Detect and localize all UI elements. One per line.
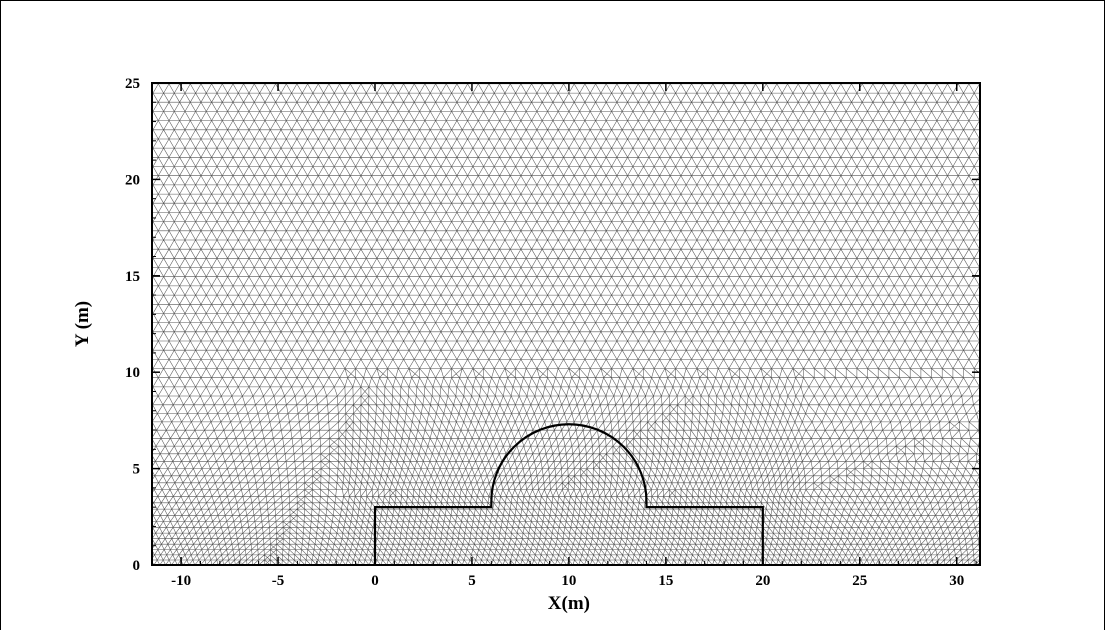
x-tick-label: 0 bbox=[371, 573, 379, 589]
axes-box bbox=[151, 82, 981, 566]
y-tick-label: 25 bbox=[125, 76, 140, 92]
y-tick-label: 15 bbox=[125, 269, 140, 285]
x-tick-label: 20 bbox=[755, 573, 770, 589]
y-tick-label: 10 bbox=[125, 365, 140, 381]
y-axis-label: Y (m) bbox=[72, 301, 93, 347]
y-tick-label: 5 bbox=[133, 462, 141, 478]
x-axis-label: X(m) bbox=[548, 593, 590, 614]
y-tick-label: 0 bbox=[133, 558, 141, 574]
x-tick-label: 5 bbox=[468, 573, 476, 589]
x-tick-label: -5 bbox=[272, 573, 285, 589]
structure-outline bbox=[373, 423, 764, 565]
y-tick-label: 20 bbox=[125, 172, 140, 188]
x-tick-label: 25 bbox=[852, 573, 867, 589]
x-tick-label: 30 bbox=[949, 573, 964, 589]
x-tick-label: -10 bbox=[171, 573, 191, 589]
triangular-mesh bbox=[152, 83, 980, 565]
mesh-edges bbox=[152, 83, 980, 565]
x-tick-label: 15 bbox=[658, 573, 673, 589]
y-axis-ticks: 0 5 10 15 20 25 bbox=[125, 76, 980, 574]
x-tick-label: 10 bbox=[561, 573, 576, 589]
x-axis-ticks: -10 -5 0 5 10 15 20 25 30 bbox=[171, 83, 977, 589]
